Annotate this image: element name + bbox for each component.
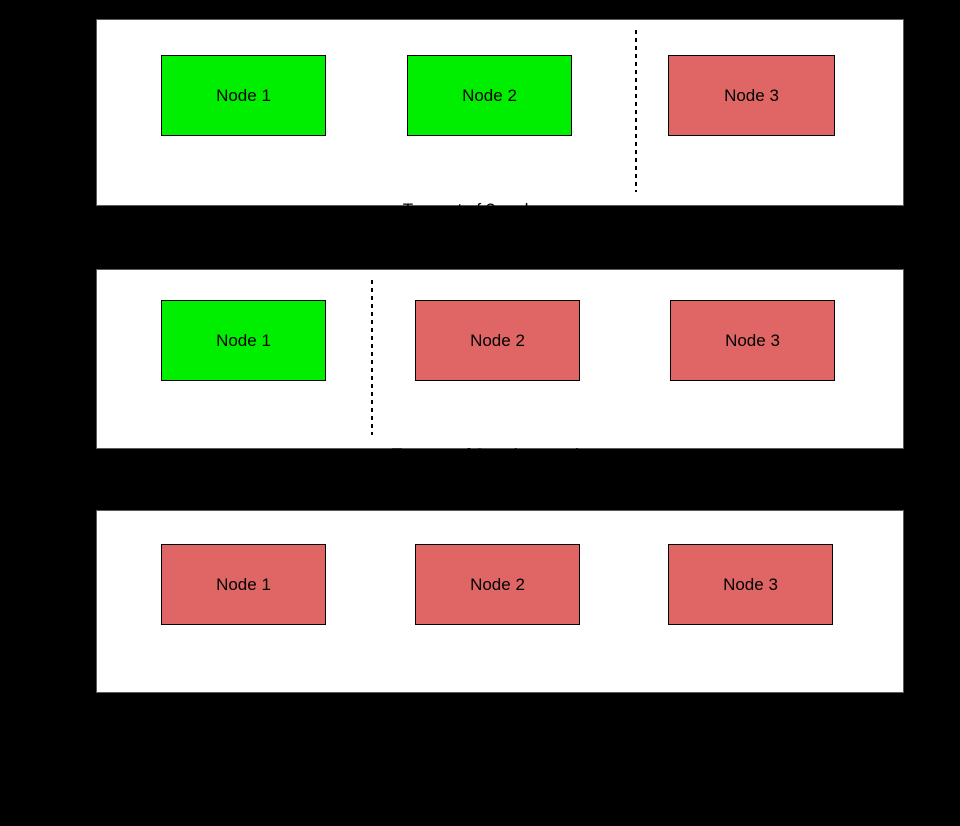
scenario-panel-all-down: Node 1 Node 2 Node 3 All Nodes are down … xyxy=(96,510,904,778)
scenario-caption: All Nodes are down Majority Fails & Clus… xyxy=(251,642,751,826)
node-box: Node 1 xyxy=(161,300,326,381)
partition-dashed-line xyxy=(371,280,373,435)
node-label: Node 2 xyxy=(470,330,525,350)
node-label: Node 3 xyxy=(723,574,778,594)
node-box: Node 2 xyxy=(415,544,580,625)
node-label: Node 2 xyxy=(462,85,517,105)
node-label: Node 3 xyxy=(724,85,779,105)
node-label: Node 1 xyxy=(216,330,271,350)
node-label: Node 3 xyxy=(725,330,780,350)
caption-line-2: Majority Fails & Cluster Stops xyxy=(389,759,613,778)
scenario-panel-majority-up: Node 1 Node 2 Node 3 Two out of 3 nodes … xyxy=(96,19,904,288)
node-box: Node 1 xyxy=(161,55,326,136)
node-box: Node 1 xyxy=(161,544,326,625)
node-box: Node 3 xyxy=(670,300,835,381)
caption-line-1: Two out of 3 nodes are down xyxy=(391,445,611,464)
node-box: Node 2 xyxy=(415,300,580,381)
caption-line-1: All Nodes are down xyxy=(427,690,575,709)
caption-line-1: Two out of 3 nodes are up xyxy=(402,200,600,219)
partition-dashed-line xyxy=(635,30,637,192)
node-box: Node 3 xyxy=(668,544,833,625)
node-label: Node 1 xyxy=(216,574,271,594)
node-box: Node 2 xyxy=(407,55,572,136)
diagram-canvas: { "colors": { "background": "#000000", "… xyxy=(96,19,904,778)
scenario-panel-majority-down: Node 1 Node 2 Node 3 Two out of 3 nodes … xyxy=(96,269,904,533)
node-label: Node 2 xyxy=(470,574,525,594)
node-label: Node 1 xyxy=(216,85,271,105)
node-box: Node 3 xyxy=(668,55,835,136)
